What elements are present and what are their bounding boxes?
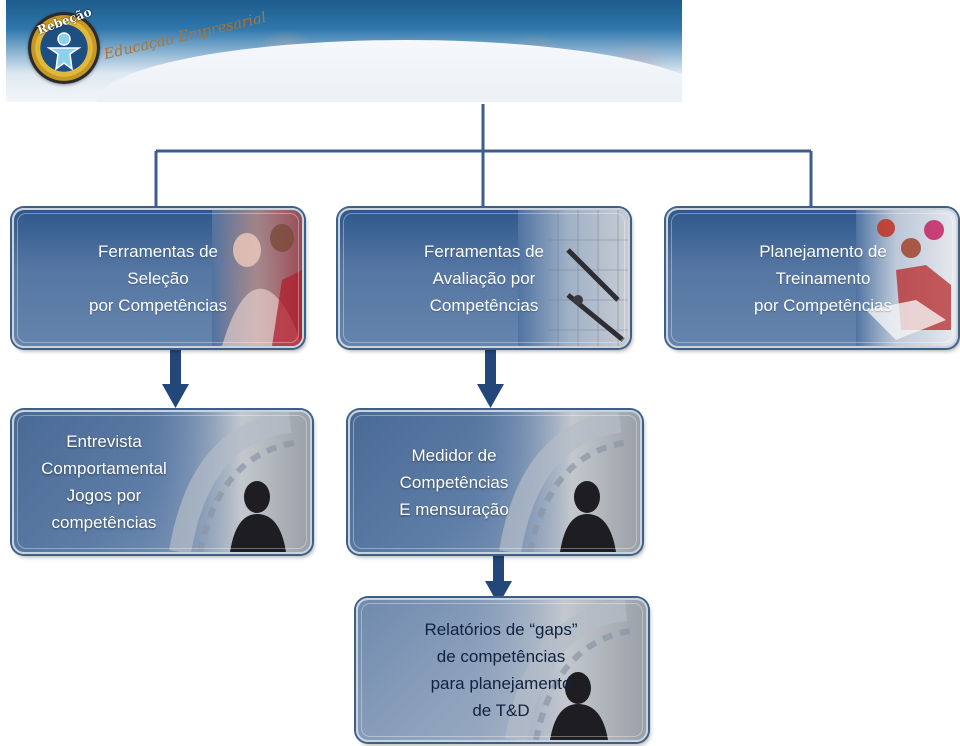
box-text-line: Ferramentas de — [98, 241, 218, 261]
arrow-selecao-to-entrevista — [162, 330, 189, 408]
box-medidor-competencias: Medidor de Competências E mensuração — [348, 410, 642, 554]
people-photo-icon — [212, 210, 302, 346]
box-text-line: competências — [51, 513, 157, 532]
drafting-compass-photo-icon — [518, 210, 628, 346]
box-label-relatorios: Relatórios de “gaps” de competências par… — [358, 600, 646, 740]
box-text-line: Competências — [429, 295, 539, 315]
silhouette-photo-icon — [470, 412, 640, 552]
arrow-avaliacao-to-medidor — [477, 330, 504, 408]
box-relatorios-gaps: Relatórios de “gaps” de competências par… — [356, 598, 648, 742]
box-label-entrevista: Entrevista Comportamental Jogos por comp… — [14, 412, 310, 552]
box-text-line: Relatórios de “gaps” — [424, 620, 578, 639]
box-text-line: para planejamento — [430, 674, 572, 693]
box-text-line: Seleção — [127, 268, 189, 288]
box-text-line: Comportamental — [41, 459, 167, 478]
box-ferramentas-selecao: Ferramentas de Seleção por Competências — [12, 208, 304, 348]
box-label-avaliacao: Ferramentas de Avaliação por Competência… — [340, 210, 628, 346]
box-text-line: Entrevista — [66, 432, 142, 451]
box-text-line: Competências — [399, 472, 509, 492]
box-text-line: E mensuração — [399, 499, 509, 519]
box-text-line: Treinamento — [775, 268, 871, 288]
box-text-line: por Competências — [754, 295, 892, 315]
silhouette-photo-icon — [140, 412, 310, 552]
box-text-line: de competências — [436, 647, 566, 666]
arrow-medidor-to-relatorios — [485, 527, 512, 605]
box-entrevista-comportamental: Entrevista Comportamental Jogos por comp… — [12, 410, 312, 554]
box-planejamento-treinamento: Planejamento de Treinamento por Competên… — [666, 208, 958, 348]
box-text-line: Medidor de — [411, 445, 497, 465]
person-logo-icon — [46, 32, 82, 71]
box-label-treinamento: Planejamento de Treinamento por Competên… — [668, 210, 956, 346]
box-text-line: de T&D — [472, 701, 530, 720]
box-text-line: Avaliação por — [432, 268, 536, 288]
box-text-line: Jogos por — [66, 486, 142, 505]
box-ferramentas-avaliacao: Ferramentas de Avaliação por Competência… — [338, 208, 630, 348]
box-text-line: Ferramentas de — [424, 241, 544, 261]
top-branch-connector — [154, 104, 813, 210]
team-photo-icon — [856, 210, 956, 346]
box-label-selecao: Ferramentas de Seleção por Competências — [14, 210, 302, 346]
box-label-medidor: Medidor de Competências E mensuração — [350, 412, 640, 552]
box-text-line: Planejamento de — [759, 241, 887, 261]
box-text-line: por Competências — [89, 295, 227, 315]
silhouette-photo-icon — [466, 600, 646, 740]
header-banner — [6, 0, 682, 102]
